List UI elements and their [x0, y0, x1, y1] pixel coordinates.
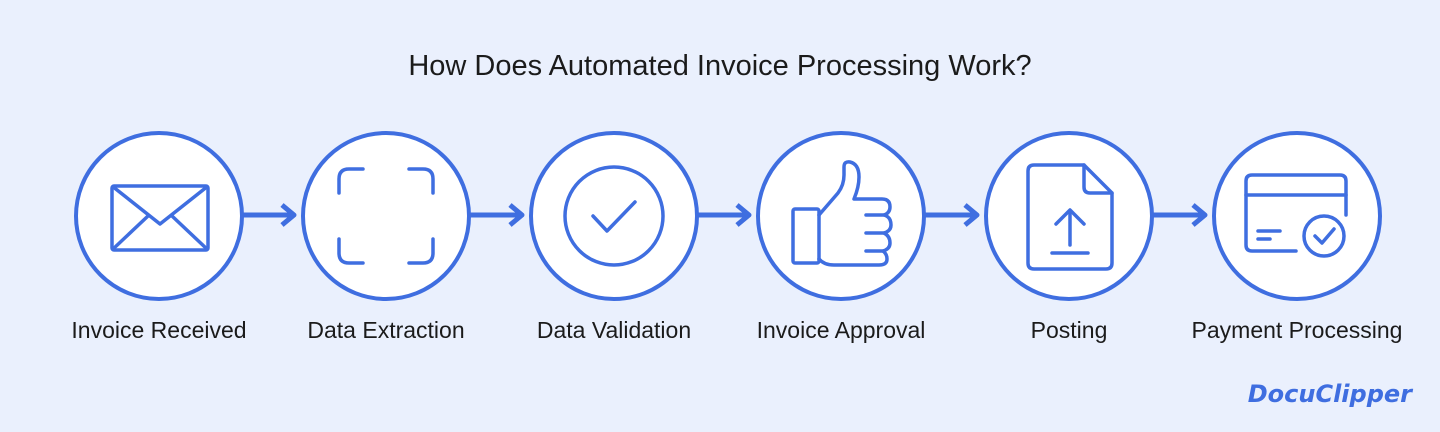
step-label: Invoice Approval [756, 317, 926, 343]
arrow-right-icon [240, 203, 297, 227]
step-circle [984, 131, 1154, 301]
step-data-validation: Data Validation [494, 131, 734, 361]
file-upload-icon [1026, 163, 1114, 271]
step-payment-processing: Payment Processing [1177, 131, 1417, 361]
step-label: Data Validation [536, 317, 692, 343]
checkmark-icon [563, 165, 665, 267]
step-circle [74, 131, 244, 301]
step-label: Invoice Received [71, 317, 247, 343]
step-label: Data Extraction [307, 317, 465, 343]
step-circle [756, 131, 926, 301]
brand-logo: DocuClipper [1247, 380, 1412, 408]
step-invoice-received: Invoice Received [39, 131, 279, 361]
page-title: How Does Automated Invoice Processing Wo… [408, 50, 1032, 82]
envelope-icon [110, 184, 210, 252]
card-check-icon [1244, 173, 1348, 258]
step-label: Posting [1030, 317, 1108, 343]
step-circle [529, 131, 699, 301]
step-invoice-approval: Invoice Approval [721, 131, 961, 361]
scan-frame-icon [337, 167, 435, 265]
step-circle [1212, 131, 1382, 301]
step-circle [301, 131, 471, 301]
arrow-right-icon [1151, 203, 1208, 227]
arrow-right-icon [468, 203, 525, 227]
step-label: Payment Processing [1191, 317, 1403, 343]
step-data-extraction: Data Extraction [266, 131, 506, 361]
thumbs-up-icon [791, 160, 893, 267]
arrow-right-icon [695, 203, 752, 227]
arrow-right-icon [923, 203, 980, 227]
step-posting: Posting [949, 131, 1189, 361]
